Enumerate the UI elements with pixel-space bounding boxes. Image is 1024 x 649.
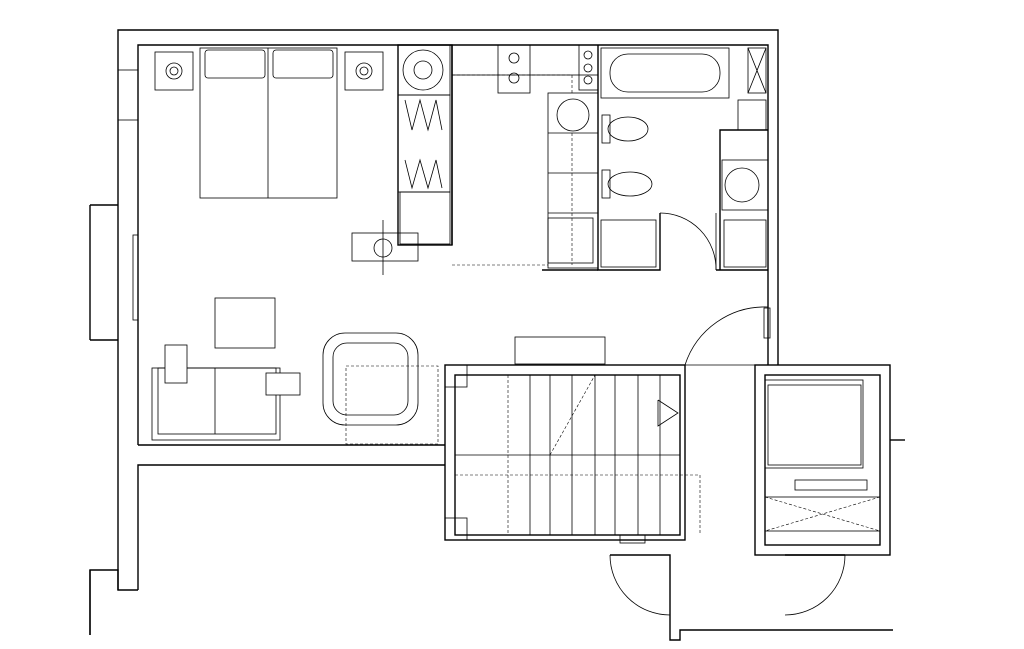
coffee-table	[214, 297, 276, 349]
nightstand-left	[154, 51, 194, 91]
windows	[117, 69, 771, 339]
bathroom	[578, 44, 769, 271]
staircase	[444, 364, 701, 544]
desk-chair	[351, 220, 419, 275]
elevator	[754, 364, 905, 556]
kitchen	[451, 44, 599, 271]
bottom-doors	[89, 554, 893, 641]
nightstand-right	[344, 51, 384, 91]
entry-door	[684, 306, 769, 366]
bed	[199, 47, 338, 199]
sofa	[151, 344, 301, 441]
console	[514, 336, 606, 365]
wardrobe	[397, 44, 453, 246]
dining-table	[322, 332, 439, 445]
exterior-walls	[89, 29, 779, 635]
